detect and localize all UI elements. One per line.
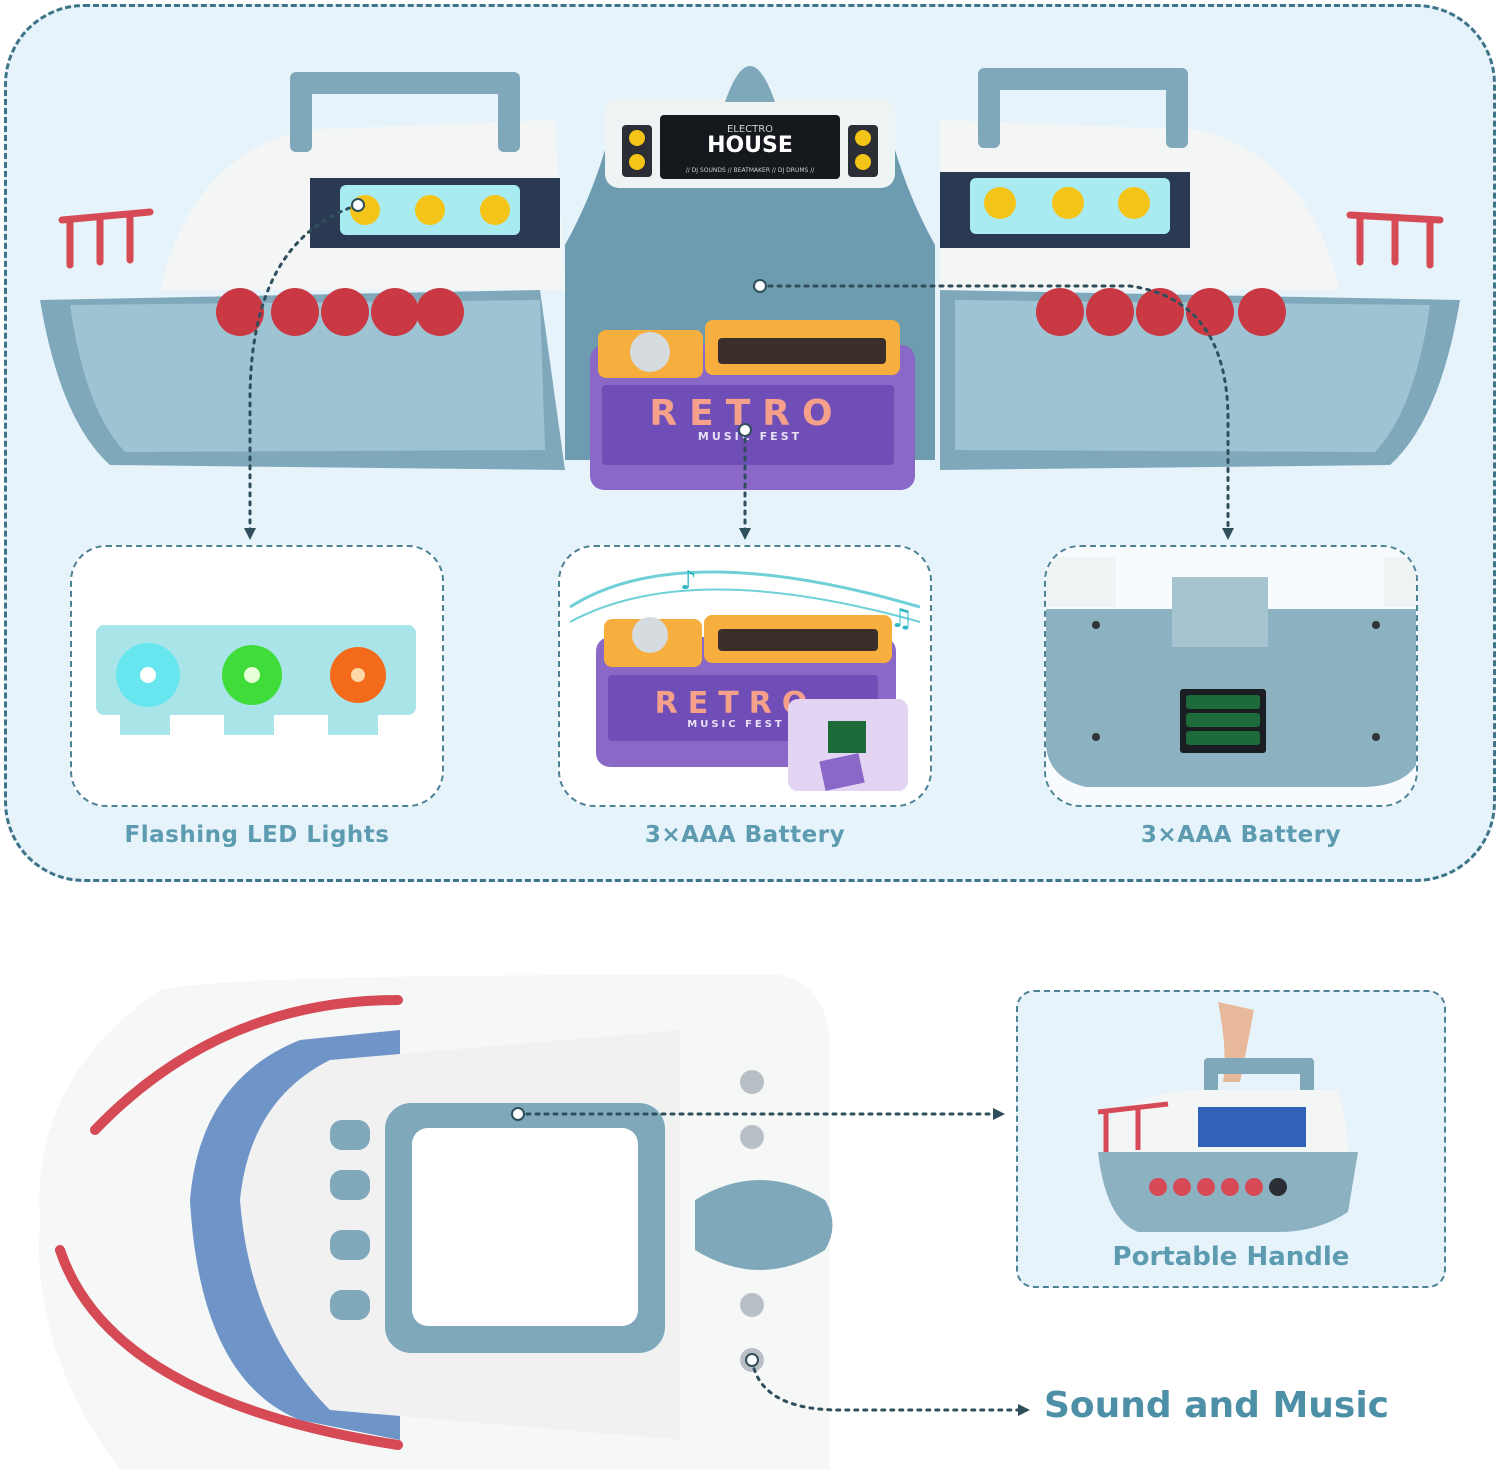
ship-battery-card [1044,545,1418,807]
left-ship-led-bar [340,185,520,235]
dj-brand-big: HOUSE [707,133,793,158]
portable-handle-caption: Portable Handle [1112,1242,1350,1272]
ship-battery-illustration [1046,547,1416,805]
right-ship-led-bar [970,178,1170,234]
top-view-sound-buttons [740,1070,764,1372]
music-note-icon: ♪ [680,566,697,596]
retro-subtitle: MUSIC FEST [698,430,802,443]
music-battery-caption: 3×AAA Battery [644,822,846,848]
retro-card-title: RETRO [655,686,818,721]
top-view-ship [39,975,833,1470]
led-lights-caption: Flashing LED Lights [124,822,390,848]
right-ship-red-buttons [1036,288,1286,336]
sound-music-caption: Sound and Music [1044,1385,1390,1426]
retro-music-box: RETRO MUSIC FEST [590,320,915,490]
right-ship-half [940,68,1460,470]
portable-handle-panel [1016,990,1446,1288]
led-lights-illustration [96,625,416,735]
music-note-icon: ♫ [890,604,913,634]
left-ship-half [40,72,565,470]
retro-battery-illustration: ♪ ♫ RETRO MUSIC FEST [569,566,921,791]
led-lights-card [70,545,444,807]
top-connectors [248,203,1230,532]
dj-brand-small: ELECTRO [727,124,773,135]
dj-subtitle: // DJ SOUNDS // BEATMAKER // DJ DRUMS // [686,167,816,174]
portable-handle-illustration [1097,1002,1358,1232]
left-ship-red-buttons [216,288,464,336]
retro-card-subtitle: MUSIC FEST [687,719,785,730]
ship-battery-caption: 3×AAA Battery [1140,822,1342,848]
retro-battery-card: ♪ ♫ RETRO MUSIC FEST [558,545,932,807]
bottom-connectors [516,1112,1022,1412]
